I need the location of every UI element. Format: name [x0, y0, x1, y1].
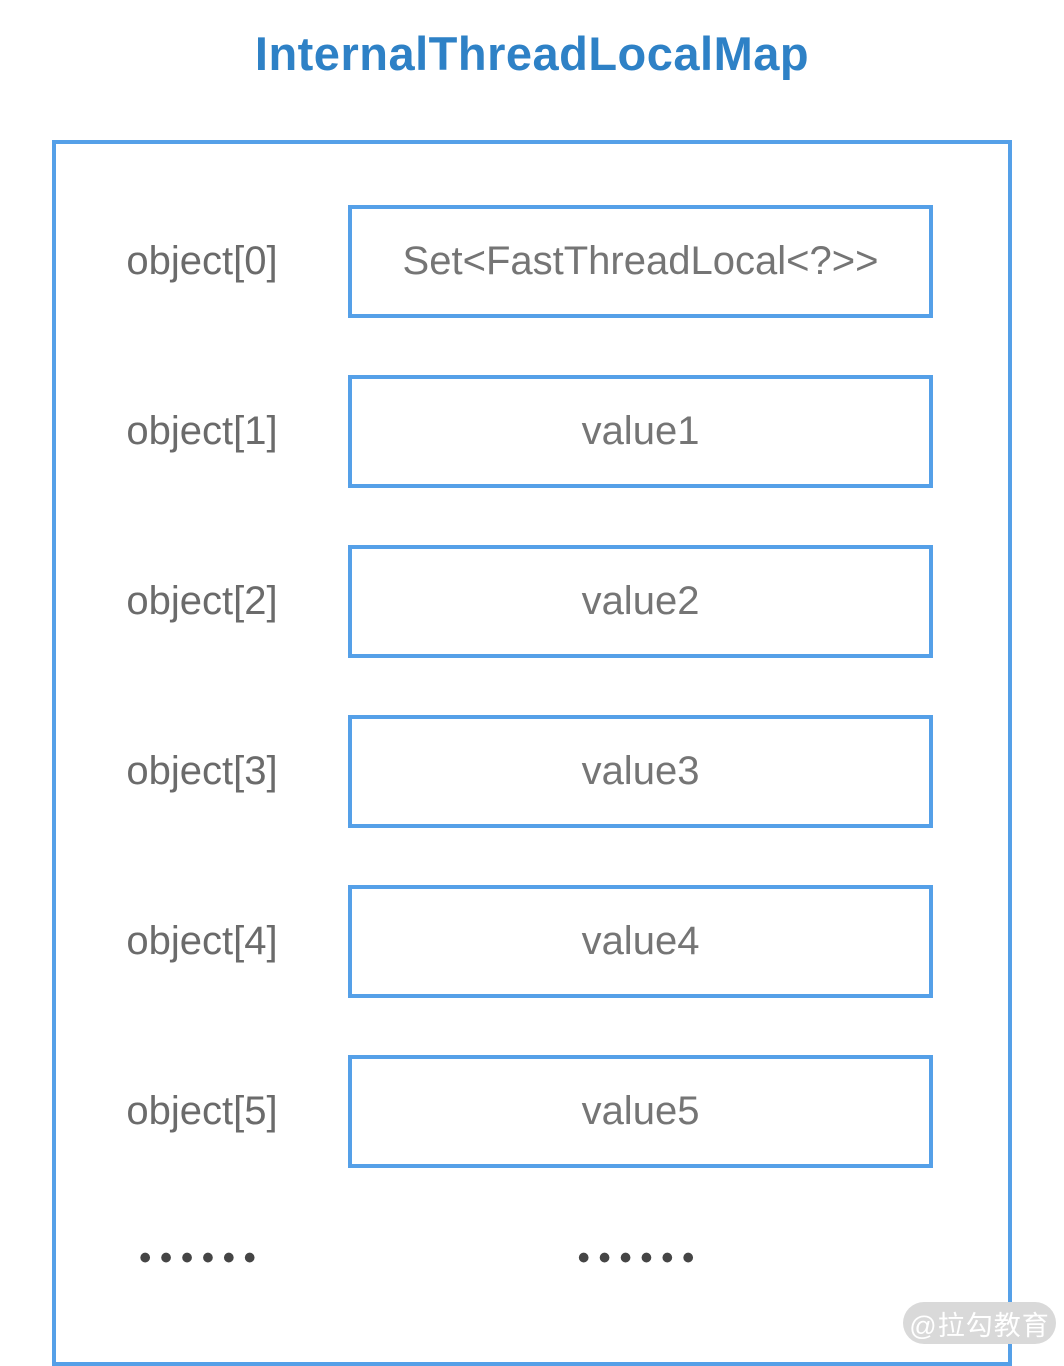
slot-value-box: value1: [348, 375, 933, 488]
ellipsis-left: ••••••: [139, 1239, 265, 1277]
array-slot-row: object[2] value2: [56, 545, 1008, 658]
rows-list: object[0] Set<FastThreadLocal<?>> object…: [56, 205, 1008, 1225]
slot-index-label: object[1]: [126, 409, 278, 453]
slot-value-box: value5: [348, 1055, 933, 1168]
array-slot-row: object[3] value3: [56, 715, 1008, 828]
array-slot-row: object[4] value4: [56, 885, 1008, 998]
slot-index-label: object[0]: [126, 239, 278, 283]
slot-value-box: Set<FastThreadLocal<?>>: [348, 205, 933, 318]
slot-index-label: object[2]: [126, 579, 278, 623]
ellipsis-right: ••••••: [577, 1239, 704, 1277]
array-slot-row: object[1] value1: [56, 375, 1008, 488]
slot-value-box: value3: [348, 715, 933, 828]
slot-index-label: object[4]: [126, 919, 278, 963]
array-slot-row: object[5] value5: [56, 1055, 1008, 1168]
diagram-title: InternalThreadLocalMap: [254, 27, 810, 80]
array-slot-row: object[0] Set<FastThreadLocal<?>>: [56, 205, 1008, 318]
watermark-badge: @拉勾教育: [903, 1302, 1056, 1344]
internal-thread-local-map-container: object[0] Set<FastThreadLocal<?>> object…: [52, 140, 1012, 1366]
slot-index-label: object[3]: [126, 749, 278, 793]
ellipsis-row: •••••• ••••••: [56, 1235, 1008, 1281]
slot-index-label: object[5]: [126, 1089, 278, 1133]
slot-value-box: value2: [348, 545, 933, 658]
slot-value-box: value4: [348, 885, 933, 998]
